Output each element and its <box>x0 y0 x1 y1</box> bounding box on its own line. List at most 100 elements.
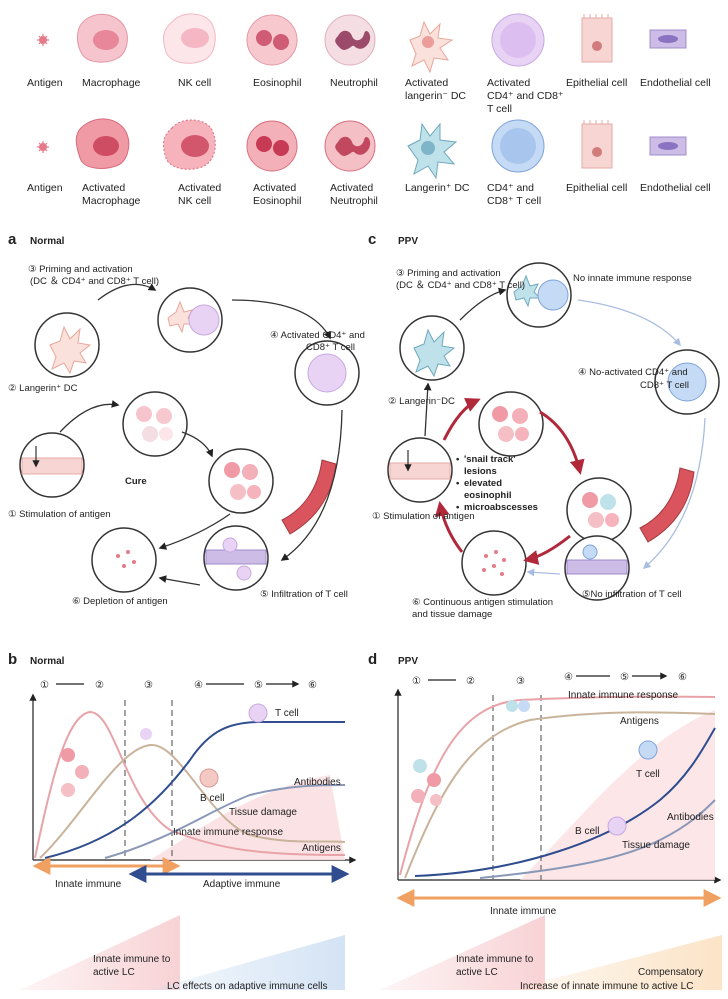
cells-circle <box>478 391 544 457</box>
legend-label: NK cell <box>178 77 211 89</box>
legend-label: T cell <box>487 103 512 115</box>
adaptive-wedge <box>150 935 345 990</box>
step-label: ⑤No infiltration of T cell <box>582 589 682 600</box>
step-number: ⑥ <box>678 672 687 683</box>
innate-wedge <box>20 915 180 990</box>
antigens-curve <box>404 711 716 879</box>
innate-response-curve <box>399 695 716 876</box>
activated-cells-circle <box>208 448 274 514</box>
panel-a: a Normal ③ Priming and a <box>8 231 365 607</box>
legend-label: CD4⁺ and CD8⁺ <box>487 90 564 102</box>
macrophage-icon <box>77 13 128 63</box>
activated-t-cell-icon <box>491 13 545 67</box>
wedge-label: Compensatory <box>638 967 703 978</box>
svg-text:•: • <box>456 478 460 489</box>
activated-macrophage-icon <box>75 118 130 169</box>
legend-label: Activated <box>253 182 296 194</box>
compensatory-wedge <box>510 935 722 990</box>
step-label: (DC ＆ CD4⁺ and CD8⁺ T cell) <box>30 276 159 287</box>
t-cell-in-circle <box>188 304 220 336</box>
panel-title: Normal <box>30 236 65 247</box>
curve-label: T cell <box>636 769 660 780</box>
panel-title: PPV <box>398 236 418 247</box>
step-number: ⑤ <box>254 680 263 691</box>
step-label: ⑥ Continuous antigen stimulation <box>412 597 553 608</box>
panel-letter: b <box>8 651 17 668</box>
step-label: ⑤ Infiltration of T cell <box>260 589 348 600</box>
eosinophil-icon <box>246 14 298 66</box>
svg-text:•: • <box>456 502 460 513</box>
t-cell-curve <box>44 720 345 859</box>
activated-eosinophil-icon <box>246 120 298 172</box>
step-label: ② Langerin⁺ DC <box>8 383 78 394</box>
step-label: ⑥ Depletion of antigen <box>72 596 168 607</box>
panel-title: Normal <box>30 656 65 667</box>
legend-label: Macrophage <box>82 77 141 89</box>
phase-label: Adaptive immune <box>203 879 281 890</box>
bullet-text: eosinophil <box>464 490 512 501</box>
depletion-circle <box>91 527 157 593</box>
wedge-label: active LC <box>456 967 498 978</box>
antibodies-curve <box>479 799 716 879</box>
svg-text:•: • <box>456 454 460 465</box>
activated-t-cell-shape <box>307 353 347 393</box>
cells-circle <box>122 391 188 457</box>
damage-circle <box>461 530 527 596</box>
blood-vessel <box>281 459 337 535</box>
step-number: ③ <box>144 680 153 691</box>
wedge-label: Innate immune to <box>93 954 171 965</box>
step-number: ② <box>466 676 475 687</box>
step-label: ② Langerin⁻DC <box>388 396 455 407</box>
langerin-pos-dc-icon <box>407 122 458 180</box>
step-label: ④ No-activated CD4⁺ and <box>578 367 688 378</box>
wedge-label: Increase of innate immune to active LC <box>520 981 693 992</box>
step-number: ③ <box>516 676 525 687</box>
curve-label: Antigens <box>620 716 659 727</box>
center-label: Cure <box>125 476 147 487</box>
bullet-text: elevated <box>464 478 502 489</box>
legend-label: Activated <box>178 182 221 194</box>
endothelial-cell-icon <box>649 29 687 49</box>
antigen-icon <box>37 141 49 153</box>
step-label: ③ Priming and activation <box>28 264 133 275</box>
step-label: ① Stimulation of antigen <box>372 511 475 522</box>
activated-neutrophil-icon <box>324 120 376 172</box>
panel-letter: c <box>368 231 376 248</box>
wedge-label: Innate immune to <box>456 954 534 965</box>
legend-label: Neutrophil <box>330 195 378 207</box>
curve-label: Innate immune response <box>568 690 679 701</box>
legend-label: Activated <box>82 182 125 194</box>
legend-label: CD4⁺ and <box>487 182 534 194</box>
epithelial-cell-icon <box>581 14 613 63</box>
legend-label: Activated <box>405 77 448 89</box>
t-cell-curve <box>414 727 716 877</box>
step-label: ① Stimulation of antigen <box>8 509 111 520</box>
wedge-label: LC effects on adaptive immune cells <box>167 981 327 992</box>
legend-label: CD8⁺ T cell <box>487 195 541 207</box>
legend-label: NK cell <box>178 195 211 207</box>
langerin-dc-shape <box>49 325 92 375</box>
phase-label: Innate immune <box>490 906 557 917</box>
panel-b: b Normal ① ② ③ ④ ⑤ ⑥ T cell B cell <box>8 651 357 992</box>
legend-label: Epithelial cell <box>566 182 627 194</box>
panel-letter: a <box>8 231 17 248</box>
step-label: CD8⁺ T cell <box>640 380 689 391</box>
step-label: and tissue damage <box>412 609 492 620</box>
step-number: ④ <box>194 680 203 691</box>
panel-c: c PPV ③ Priming and activatio <box>368 231 720 620</box>
panel-d: d PPV ① ② ③ ④ ⑤ ⑥ Innate immune response… <box>368 651 722 992</box>
legend-label: Eosinophil <box>253 195 301 207</box>
step-label: CD8⁺ T cell <box>306 342 355 353</box>
legend-label: langerin⁻ DC <box>405 90 466 102</box>
curve-label: Innate immune response <box>173 827 284 838</box>
legend-label: Activated <box>487 77 530 89</box>
t-cell-icon <box>491 119 545 173</box>
legend-label: Langerin⁺ DC <box>405 182 470 194</box>
blood-vessel <box>639 467 695 543</box>
legend-row-1 <box>37 13 687 74</box>
curve-label: T cell <box>275 708 299 719</box>
panel-letter: d <box>368 651 377 668</box>
legend-row-1-labels: Antigen Macrophage NK cell Eosinophil Ne… <box>27 77 711 115</box>
phase-label: Innate immune <box>55 879 122 890</box>
